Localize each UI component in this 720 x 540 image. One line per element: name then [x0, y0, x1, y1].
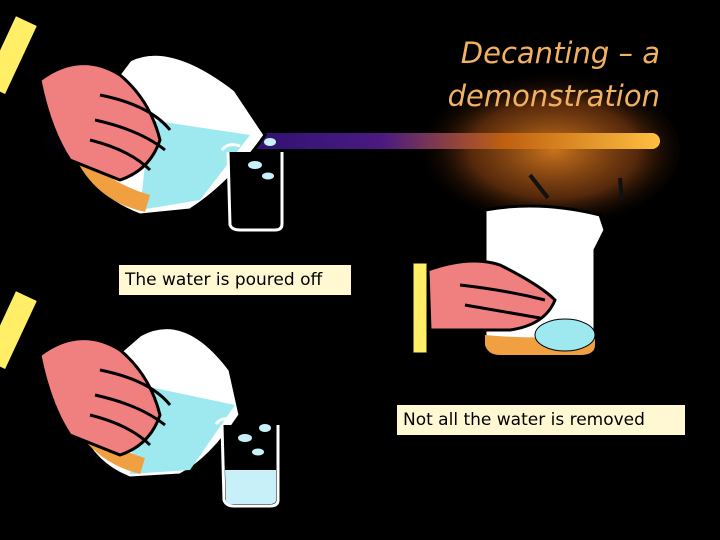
- slide-title: Decanting – a demonstration: [340, 32, 660, 118]
- caption-removed: Not all the water is removed: [396, 404, 686, 436]
- receiving-beaker-top: [220, 138, 284, 232]
- title-line-2: demonstration: [447, 79, 660, 113]
- pouring-beaker-top: [0, 12, 267, 217]
- pouring-beaker-bottom: [0, 287, 242, 480]
- holding-beaker-right: [410, 204, 607, 357]
- receiving-beaker-bottom: [214, 417, 280, 508]
- caption-poured: The water is poured off: [118, 264, 352, 296]
- title-line-1: Decanting – a: [460, 36, 660, 70]
